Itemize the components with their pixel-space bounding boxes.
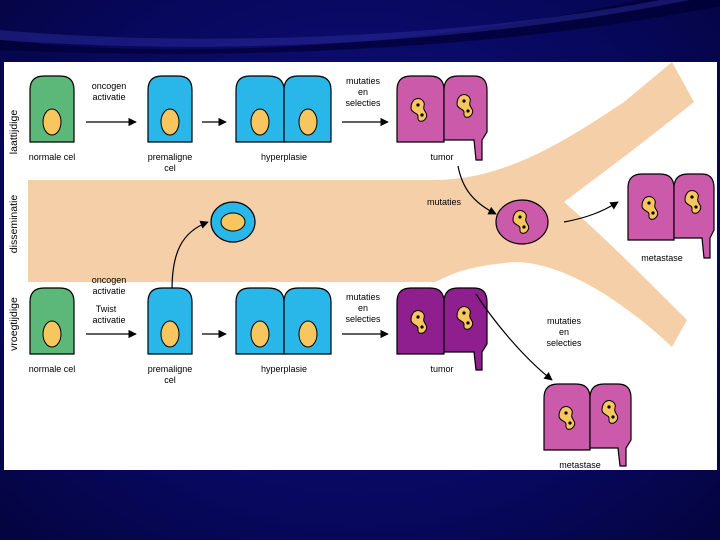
vessel-mutations-label: mutaties [427, 197, 462, 207]
arrow-tumor-to-vessel [457, 165, 497, 215]
bottom-arrow1-label2: activatie [92, 286, 125, 296]
bottom-metastasis-cells [543, 383, 632, 467]
lower-label3: selecties [546, 338, 582, 348]
top-arrow3-label1: mutaties [346, 76, 381, 86]
top-arrow3-label3: selecties [345, 98, 381, 108]
metastasis-diagram: laattijdige disseminatie vroegtijdige no… [8, 62, 715, 470]
top-tumor-cells [396, 75, 488, 161]
bottom-metastasis-label: metastase [559, 460, 601, 470]
bottom-arrow1-label3: Twist [96, 304, 117, 314]
bottom-arrow1-label4: activatie [92, 315, 125, 325]
top-normal-cell [29, 75, 75, 143]
right-metastasis-label: metastase [641, 253, 683, 263]
bottom-normal-cell [29, 287, 75, 355]
bottom-hyperplasia-cells [235, 287, 332, 355]
label-dissemination: disseminatie [8, 195, 20, 254]
bottom-arrow3-label2: en [358, 303, 368, 313]
arrow-to-right-metastasis [563, 201, 619, 223]
top-arrow1-label2: activatie [92, 92, 125, 102]
label-late: laattijdige [8, 110, 20, 155]
lower-label2: en [559, 327, 569, 337]
circulating-cell [210, 201, 256, 243]
bottom-premalignant-cell [147, 287, 193, 355]
lower-label1: mutaties [547, 316, 582, 326]
top-cell4-label: tumor [430, 152, 453, 162]
top-arrow3-label2: en [358, 87, 368, 97]
decorative-swoosh [0, 0, 720, 54]
top-cell2-label2: cel [164, 163, 176, 173]
diagram-panel: laattijdige disseminatie vroegtijdige no… [4, 62, 717, 470]
top-hyperplasia-cells [235, 75, 332, 143]
bottom-cell1-label: normale cel [29, 364, 76, 374]
top-arrow1-label1: oncogen [92, 81, 127, 91]
blood-vessel [28, 62, 694, 347]
bottom-tumor-cells [396, 287, 488, 371]
right-metastasis-cells [627, 173, 715, 259]
bottom-cell3-label: hyperplasie [261, 364, 307, 374]
label-early: vroegtijdige [8, 297, 20, 351]
bottom-cell2-label1: premaligne [148, 364, 193, 374]
top-cell1-label: normale cel [29, 152, 76, 162]
bottom-arrow3-label1: mutaties [346, 292, 381, 302]
arrow-to-bottom-metastasis [475, 293, 553, 381]
bottom-arrow1-label1: oncogen [92, 275, 127, 285]
top-cell2-label1: premaligne [148, 152, 193, 162]
bottom-arrow3-label3: selecties [345, 314, 381, 324]
bottom-cell4-label: tumor [430, 364, 453, 374]
circulating-tumor-cell [495, 199, 549, 245]
arrow-to-circulation [171, 220, 209, 291]
top-cell3-label: hyperplasie [261, 152, 307, 162]
bottom-cell2-label2: cel [164, 375, 176, 385]
top-premalignant-cell [147, 75, 193, 143]
